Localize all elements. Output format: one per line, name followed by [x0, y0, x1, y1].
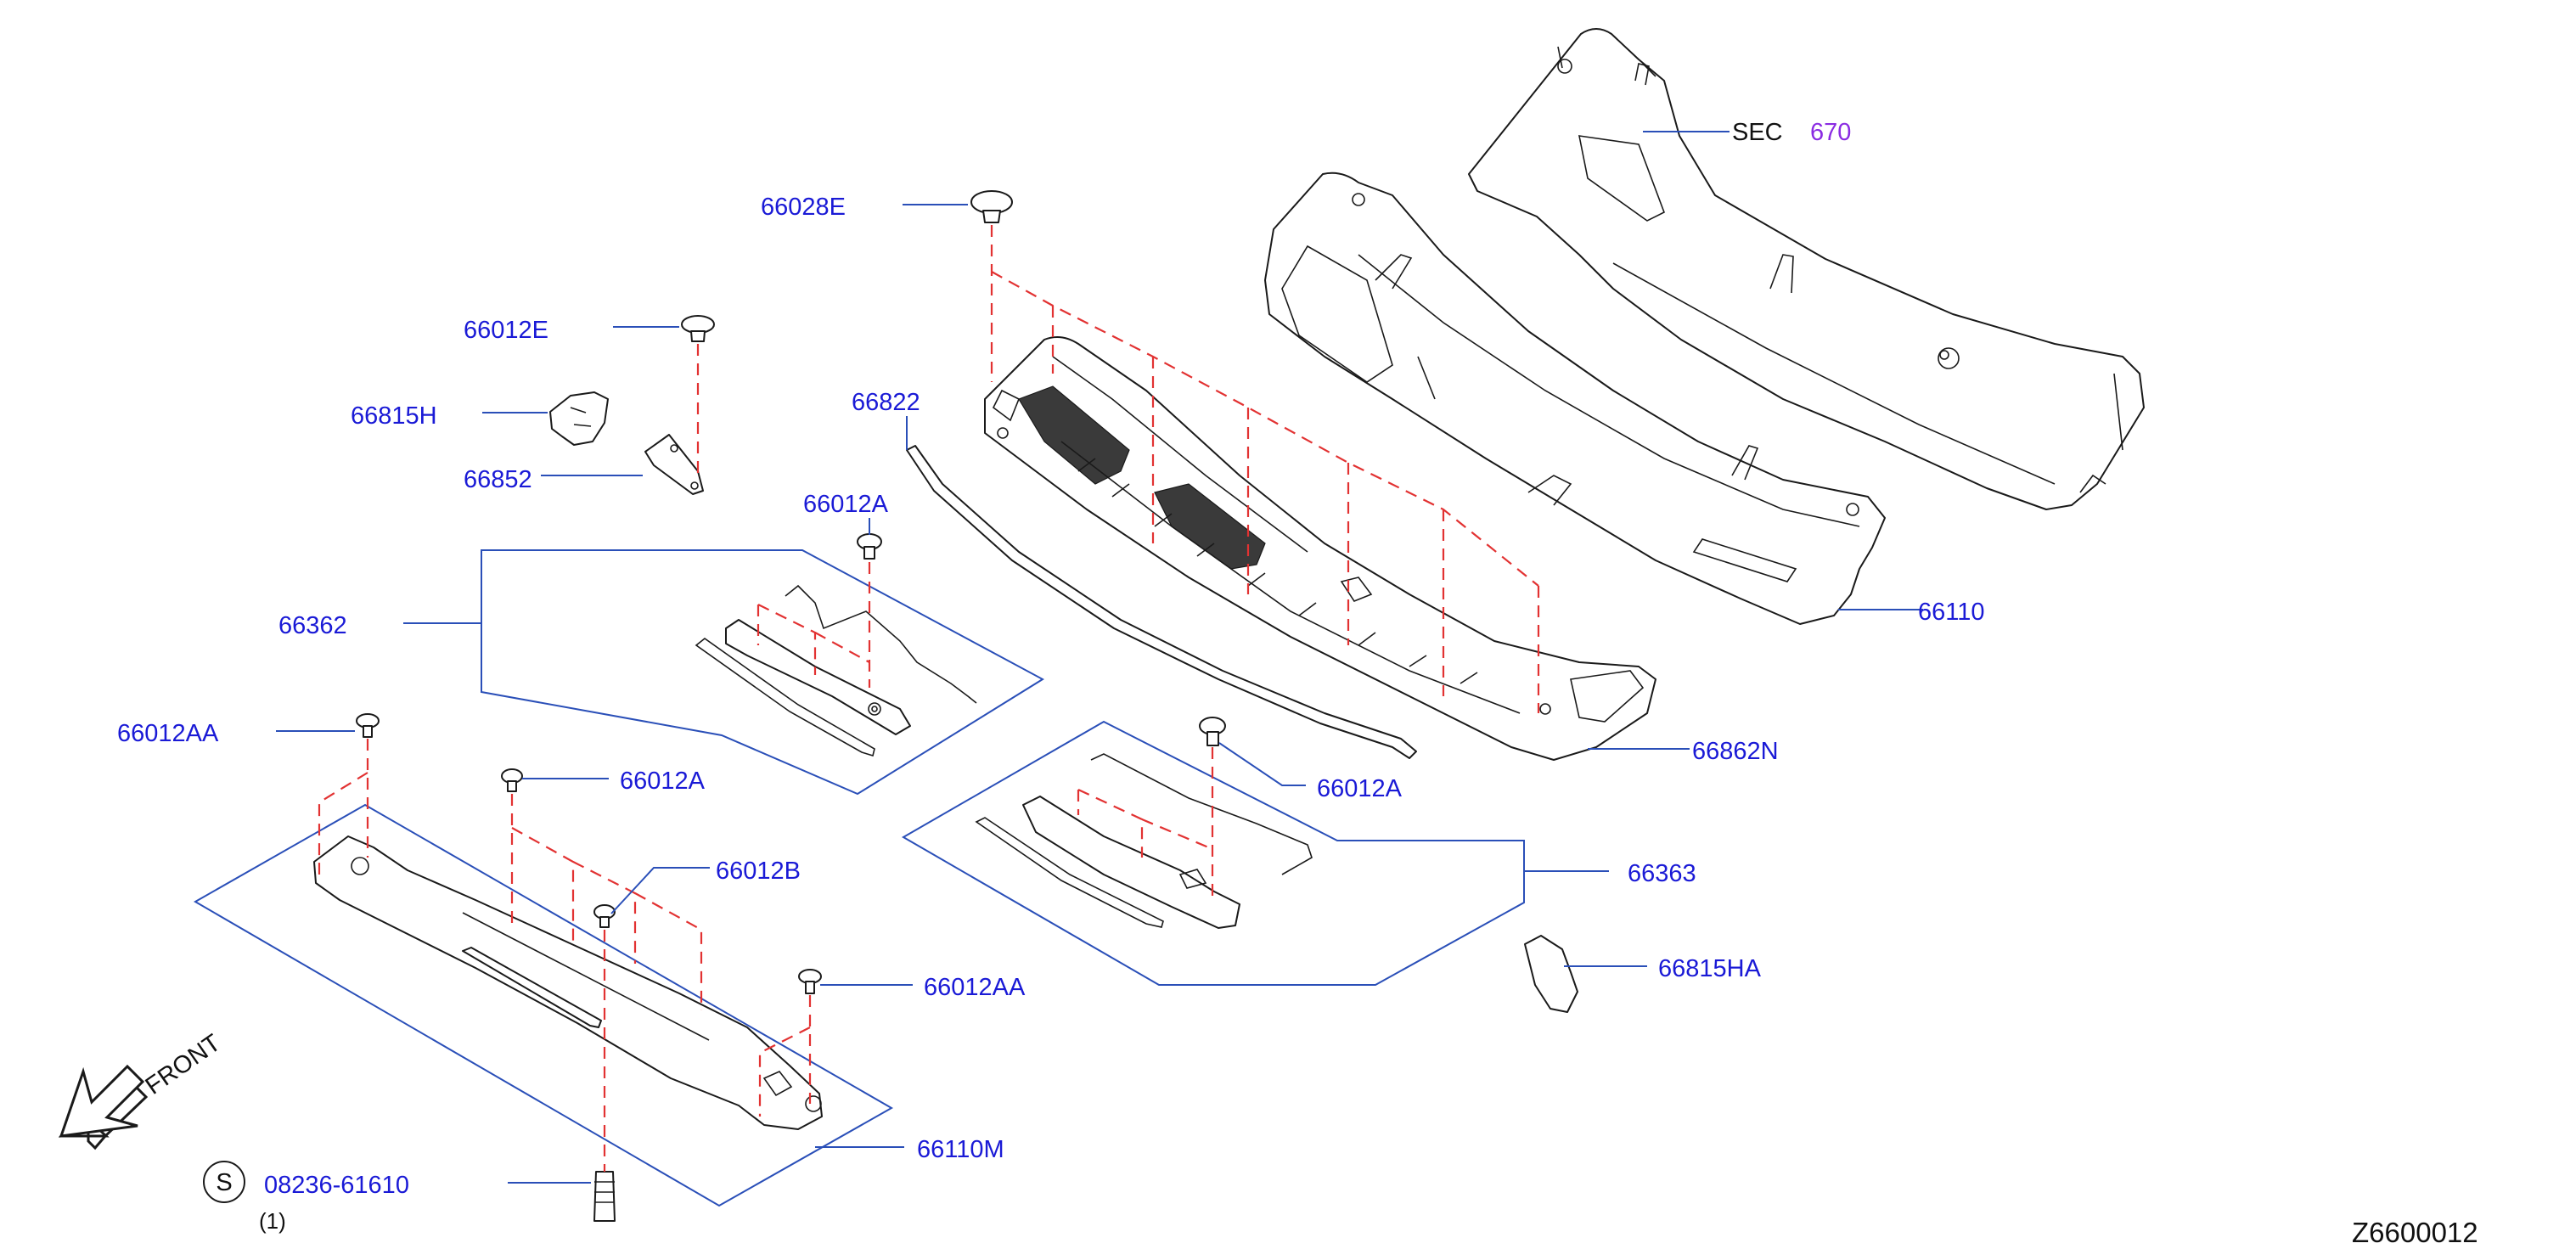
label-66815HA: 66815HA	[1658, 955, 1762, 982]
cowl-top-panel-66110	[1264, 172, 1886, 625]
bracket-66852	[644, 434, 704, 495]
insulator-66815HA	[1524, 935, 1578, 1013]
label-66815H: 66815H	[351, 402, 437, 430]
label-66852: 66852	[464, 466, 532, 493]
label-sec-prefix: SEC	[1732, 119, 1783, 146]
dashed-guides	[318, 225, 1540, 1172]
label-quantity: (1)	[259, 1208, 286, 1234]
label-66110M: 66110M	[917, 1136, 1004, 1163]
bolt-66012A-right	[1199, 717, 1226, 746]
dash-panel-sec670	[1468, 28, 2145, 510]
label-66862N: 66862N	[1692, 738, 1779, 765]
label-08236-61610: 08236-61610	[264, 1172, 409, 1199]
stud-08236-61610	[593, 1171, 616, 1222]
label-66012A-mid: 66012A	[620, 768, 706, 795]
label-66363: 66363	[1628, 860, 1696, 887]
bolt-66012B	[593, 904, 616, 928]
label-66012A-right: 66012A	[1317, 775, 1403, 802]
wiper-linkage-66362	[481, 549, 1044, 796]
label-66012A-top: 66012A	[803, 491, 889, 518]
cowl-lower-66110M	[193, 803, 894, 1207]
seal-strip-66822	[906, 445, 1417, 759]
label-66362: 66362	[278, 612, 347, 639]
clip-66028E	[970, 190, 1013, 223]
standard-part-letter: S	[216, 1169, 232, 1196]
clip-66012E	[681, 315, 715, 342]
standard-part-symbol: S	[203, 1161, 245, 1203]
diagram-code: Z6600012	[2352, 1217, 2478, 1248]
wiper-linkage-66363	[901, 720, 1525, 986]
bolt-66012A-top	[857, 533, 882, 560]
bolt-66012AA-right	[798, 969, 822, 994]
label-66012E: 66012E	[464, 317, 548, 344]
label-66012AA-right: 66012AA	[924, 974, 1026, 1001]
front-arrow-icon: FRONT	[58, 1029, 226, 1150]
label-66110: 66110	[1918, 599, 1985, 626]
label-66012AA-left: 66012AA	[117, 720, 219, 747]
front-text: FRONT	[141, 1029, 226, 1100]
part-labels: 66028E 66012E 66815H 66852 66822 66012A …	[117, 119, 1985, 1234]
leader-lines	[276, 131, 1923, 1184]
label-66028E: 66028E	[761, 194, 846, 221]
label-66822: 66822	[852, 389, 920, 416]
label-66012B: 66012B	[716, 858, 801, 885]
label-sec-number: 670	[1810, 119, 1851, 146]
bolt-66012A-mid	[501, 768, 523, 792]
insulator-66815H	[549, 391, 609, 446]
bolt-66012AA-left	[356, 713, 380, 738]
